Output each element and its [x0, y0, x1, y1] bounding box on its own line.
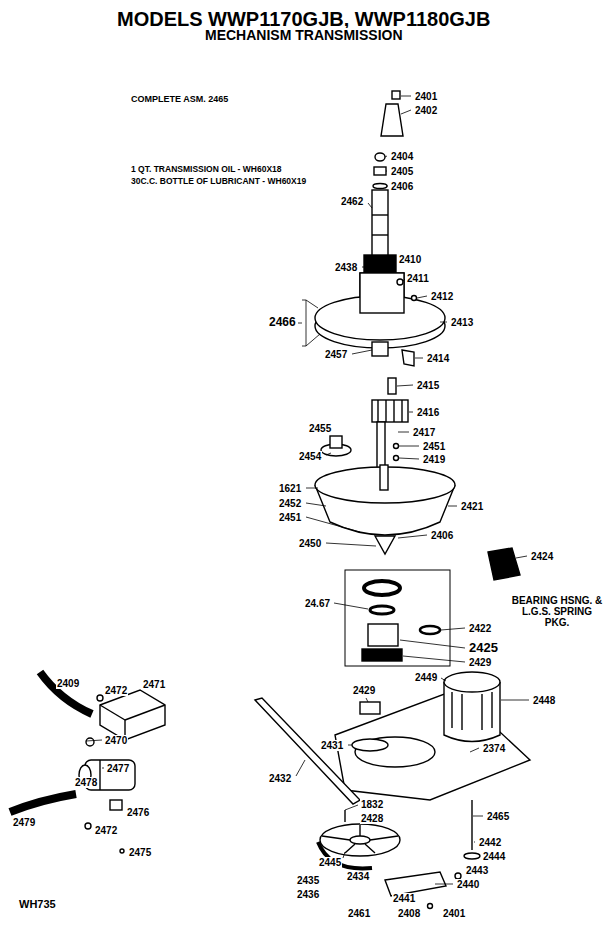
- callout-number: 2402: [414, 105, 438, 116]
- callout-number: 2417: [412, 427, 436, 438]
- callout-number: 2455: [308, 423, 332, 434]
- callout-number: 2409: [56, 678, 80, 689]
- callout-number: 2442: [478, 837, 502, 848]
- callout-number: 2431: [320, 740, 344, 751]
- callout-number: 2470: [104, 735, 128, 746]
- callout-number: 2471: [142, 679, 166, 690]
- callout-number: 2462: [340, 196, 364, 207]
- callout-number: 2406: [430, 530, 454, 541]
- callout-number: 2432: [268, 773, 292, 784]
- callout-number: 2465: [486, 811, 510, 822]
- callout-number: 2435: [296, 875, 320, 886]
- callout-number: 2461: [347, 908, 371, 919]
- callout-number: 2438: [334, 262, 358, 273]
- callout-number: 2419: [422, 454, 446, 465]
- callout-number: 24.67: [304, 598, 331, 609]
- note-text: COMPLETE ASM. 2465: [130, 95, 229, 105]
- callout-number: 2478: [74, 777, 98, 788]
- callout-number: 2457: [324, 349, 348, 360]
- callout-number: 2428: [360, 813, 384, 824]
- callout-number: 2479: [12, 817, 36, 828]
- callout-number: 2452: [278, 498, 302, 509]
- callout-number: 2412: [430, 291, 454, 302]
- leader-lines: [86, 96, 529, 884]
- callout-number: 2441: [392, 893, 416, 904]
- callout-number: 2476: [126, 807, 150, 818]
- callout-number: 2451: [422, 441, 446, 452]
- callout-number: WH735: [18, 898, 57, 910]
- callout-number: 1621: [278, 483, 302, 494]
- kit-label: BEARING HSNG. & L.G.S. SPRING PKG.: [510, 595, 604, 628]
- callout-number: 2472: [94, 825, 118, 836]
- callout-number: 2404: [390, 151, 414, 162]
- callout-number: 2424: [530, 551, 554, 562]
- callout-number: 2443: [465, 865, 489, 876]
- callout-number: 2436: [296, 889, 320, 900]
- callout-number: 2477: [106, 763, 130, 774]
- callout-number: 2422: [468, 623, 492, 634]
- callout-number: 2401: [442, 908, 466, 919]
- callout-number: 1832: [360, 799, 384, 810]
- callout-number: 2429: [352, 685, 376, 696]
- callout-number: 2444: [482, 851, 506, 862]
- diagram-subtitle: MECHANISM TRANSMISSION: [204, 28, 404, 43]
- callout-number: 2401: [414, 91, 438, 102]
- callout-number: 2421: [460, 501, 484, 512]
- callout-number: 2472: [104, 685, 128, 696]
- callout-number: 2450: [298, 538, 322, 549]
- callout-number: 2429: [468, 657, 492, 668]
- callout-number: 2414: [426, 353, 450, 364]
- callout-number: 2411: [406, 273, 430, 284]
- callout-number: 2416: [416, 407, 440, 418]
- callout-number: 2448: [532, 695, 556, 706]
- callout-number: 2454: [298, 451, 322, 462]
- callout-number: 2449: [414, 672, 438, 683]
- callout-number: 2445: [318, 857, 342, 868]
- callout-number: 2475: [128, 847, 152, 858]
- callout-number: 2413: [450, 317, 474, 328]
- note-text: 30C.C. BOTTLE OF LUBRICANT - WH60X19: [130, 177, 307, 186]
- callout-number: 2466: [268, 316, 297, 329]
- callout-number: 2406: [390, 181, 414, 192]
- callout-number: 2425: [468, 641, 499, 655]
- callout-number: 2415: [416, 380, 440, 391]
- callout-number: 2410: [398, 254, 422, 265]
- callout-number: 2451: [278, 512, 302, 523]
- callout-number: 2440: [456, 879, 480, 890]
- callout-number: 2374: [482, 743, 506, 754]
- callout-number: 2434: [346, 871, 370, 882]
- callout-number: 2408: [397, 908, 421, 919]
- note-text: 1 QT. TRANSMISSION OIL - WH60X18: [130, 165, 283, 174]
- callout-number: 2405: [390, 166, 414, 177]
- diagram-title: MODELS WWP1170GJB, WWP1180GJB: [116, 8, 491, 30]
